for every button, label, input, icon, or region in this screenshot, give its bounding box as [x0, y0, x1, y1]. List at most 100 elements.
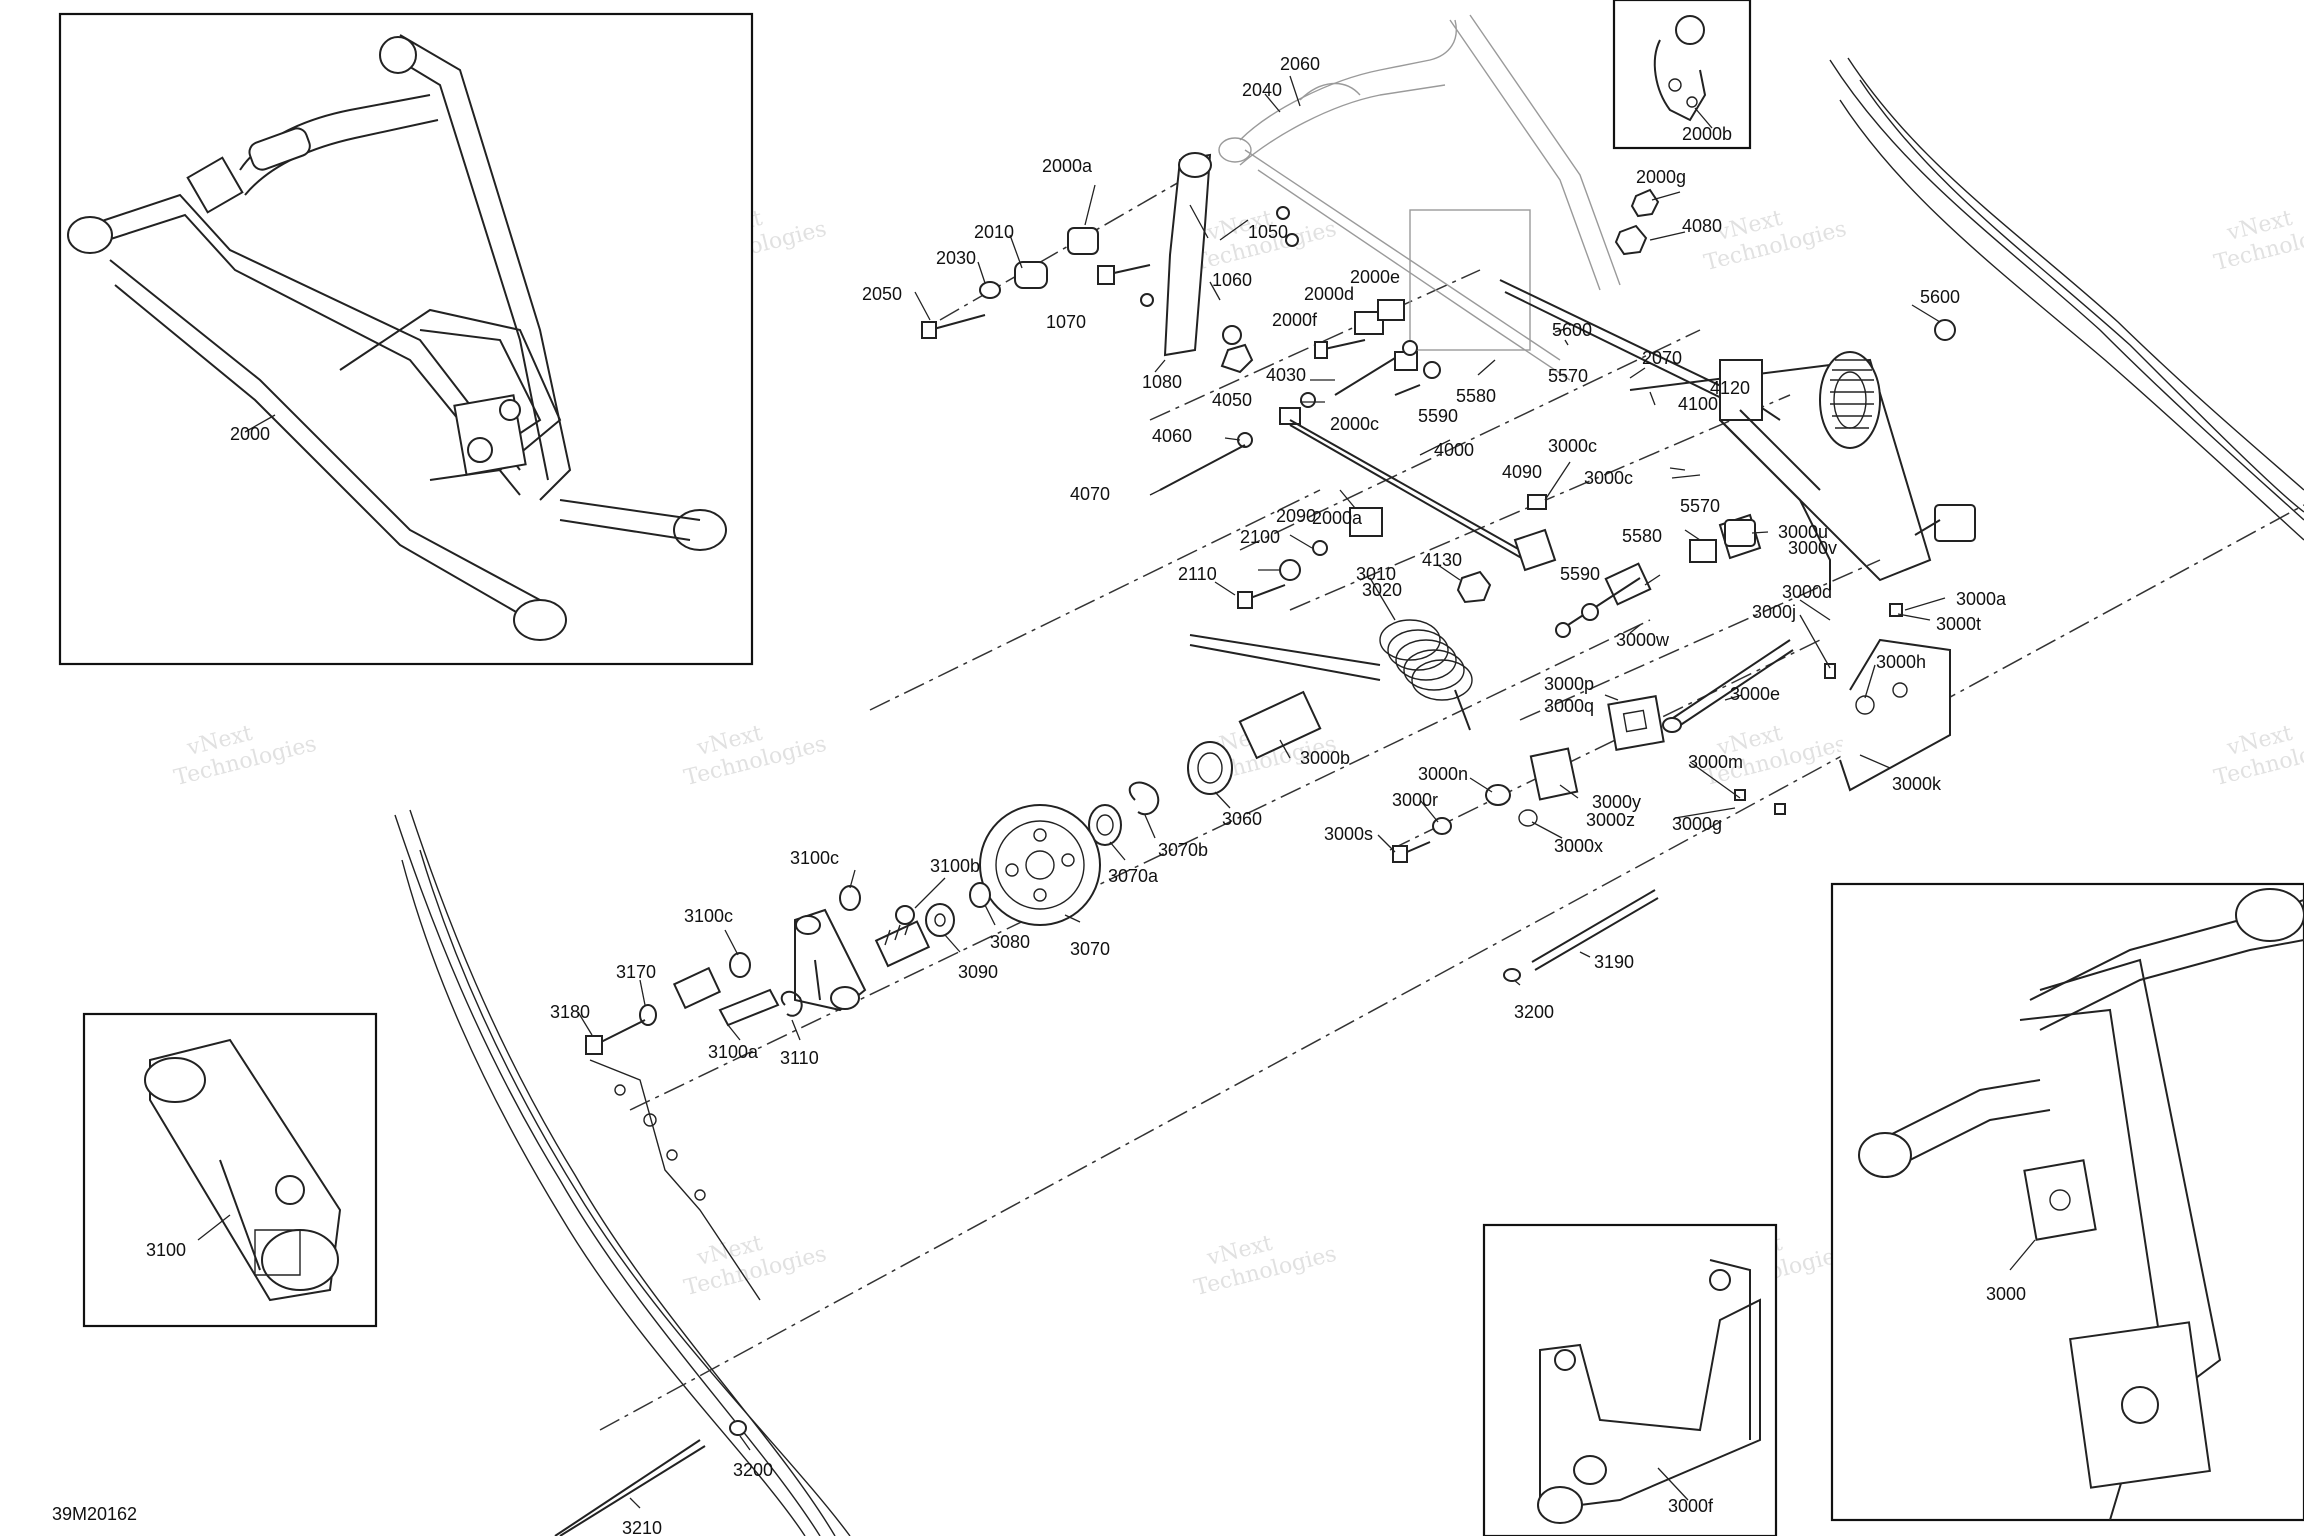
- label-3170: 3170: [616, 962, 656, 982]
- label-3000j: 3000j: [1752, 602, 1796, 622]
- watermark: vNext Technologies: [172, 721, 319, 791]
- label-4130: 4130: [1422, 550, 1462, 570]
- label-5600-b: 5600: [1920, 287, 1960, 307]
- label-3110: 3110: [780, 1048, 819, 1068]
- label-2070: 2070: [1642, 348, 1682, 368]
- label-3010: 3010: [1356, 564, 1396, 584]
- label-2010: 2010: [974, 222, 1014, 242]
- label-3090: 3090: [958, 962, 998, 982]
- label-3190: 3190: [1594, 952, 1634, 972]
- label-2000c: 2000c: [1330, 414, 1379, 434]
- label-1060: 1060: [1212, 270, 1252, 290]
- label-3000q: 3000q: [1544, 696, 1594, 716]
- label-3080: 3080: [990, 932, 1030, 952]
- right-slide-rail: [1829, 57, 2304, 541]
- label-3000r: 3000r: [1392, 790, 1438, 810]
- label-3200-a: 3200: [1514, 1002, 1554, 1022]
- label-3060: 3060: [1222, 809, 1262, 829]
- label-2060: 2060: [1280, 54, 1320, 74]
- label-3000d: 3000d: [1782, 582, 1832, 602]
- label-4060: 4060: [1152, 426, 1192, 446]
- leader-lines: [577, 75, 1946, 1509]
- watermark: vNext Technologies: [1702, 721, 1849, 791]
- label-3200-b: 3200: [733, 1460, 773, 1480]
- label-3180: 3180: [550, 1002, 590, 1022]
- label-3000c-b: 3000c: [1584, 468, 1633, 488]
- inset-2000b: [1612, 0, 1752, 150]
- callout-labels: 2000 2000a 2000a 2000b 2000c 2000d 2000e…: [146, 54, 2026, 1536]
- label-3100: 3100: [146, 1240, 186, 1260]
- label-3000z: 3000z: [1586, 810, 1635, 830]
- label-2000b: 2000b: [1682, 124, 1732, 144]
- label-3070b: 3070b: [1158, 840, 1208, 860]
- label-2050: 2050: [862, 284, 902, 304]
- label-3000w: 3000w: [1616, 630, 1670, 650]
- label-2030: 2030: [936, 248, 976, 268]
- label-3000e: 3000e: [1730, 684, 1780, 704]
- label-2000a-top: 2000a: [1042, 156, 1093, 176]
- label-3210: 3210: [622, 1518, 662, 1536]
- inset-front-arm: [58, 12, 754, 666]
- label-4090: 4090: [1502, 462, 1542, 482]
- label-3000n: 3000n: [1418, 764, 1468, 784]
- label-3000g: 3000g: [1672, 814, 1722, 834]
- label-3070a: 3070a: [1108, 866, 1159, 886]
- label-1080: 1080: [1142, 372, 1182, 392]
- label-2000e: 2000e: [1350, 267, 1400, 287]
- label-2100: 2100: [1240, 527, 1280, 547]
- label-3000h: 3000h: [1876, 652, 1926, 672]
- exploded-components: [554, 152, 1976, 1536]
- label-2000d: 2000d: [1304, 284, 1354, 304]
- label-4050: 4050: [1212, 390, 1252, 410]
- inset-pivot-3000: [1830, 882, 2304, 1522]
- label-3000v: 3000v: [1788, 538, 1837, 558]
- label-4070: 4070: [1070, 484, 1110, 504]
- label-3000f: 3000f: [1668, 1496, 1714, 1516]
- label-3100c-a: 3100c: [790, 848, 839, 868]
- label-1050: 1050: [1248, 222, 1288, 242]
- drawing-code: 39M20162: [52, 1504, 137, 1524]
- inset-bracket-3000f: [1482, 1223, 1778, 1536]
- label-5580-b: 5580: [1622, 526, 1662, 546]
- label-3100a: 3100a: [708, 1042, 759, 1062]
- label-3000t: 3000t: [1936, 614, 1981, 634]
- label-5590-b: 5590: [1560, 564, 1600, 584]
- label-4100: 4100: [1678, 394, 1718, 414]
- watermark: vNext Technologies: [2212, 721, 2304, 791]
- label-4030: 4030: [1266, 365, 1306, 385]
- label-4080: 4080: [1682, 216, 1722, 236]
- label-5570-b: 5570: [1680, 496, 1720, 516]
- label-3100c-b: 3100c: [684, 906, 733, 926]
- left-slide-rail: [394, 809, 851, 1536]
- label-5590-a: 5590: [1418, 406, 1458, 426]
- label-3000: 3000: [1986, 1284, 2026, 1304]
- label-3000x: 3000x: [1554, 836, 1603, 856]
- label-5600-a: 5600: [1552, 320, 1592, 340]
- label-2040: 2040: [1242, 80, 1282, 100]
- label-3000y: 3000y: [1592, 792, 1641, 812]
- watermark: vNext Technologies: [1192, 1231, 1339, 1301]
- label-2110: 2110: [1178, 564, 1217, 584]
- label-3000p: 3000p: [1544, 674, 1594, 694]
- label-2000: 2000: [230, 424, 270, 444]
- label-2000g: 2000g: [1636, 167, 1686, 187]
- label-2000a-mid: 2000a: [1312, 508, 1363, 528]
- label-3000b: 3000b: [1300, 748, 1350, 768]
- label-3000a: 3000a: [1956, 589, 2007, 609]
- label-5570-a: 5570: [1548, 366, 1588, 386]
- label-3070: 3070: [1070, 939, 1110, 959]
- label-5580-a: 5580: [1456, 386, 1496, 406]
- label-3020: 3020: [1362, 580, 1402, 600]
- watermark: vNext Technologies: [2212, 206, 2304, 276]
- label-3000u: 3000u: [1778, 522, 1828, 542]
- label-3000m: 3000m: [1688, 752, 1743, 772]
- label-4000: 4000: [1434, 440, 1474, 460]
- label-3100b: 3100b: [930, 856, 980, 876]
- label-3000s: 3000s: [1324, 824, 1373, 844]
- label-4120: 4120: [1710, 378, 1750, 398]
- label-2090: 2090: [1276, 506, 1316, 526]
- label-3000c-a: 3000c: [1548, 436, 1597, 456]
- watermark: vNext Technologies: [682, 721, 829, 791]
- label-1070: 1070: [1046, 312, 1086, 332]
